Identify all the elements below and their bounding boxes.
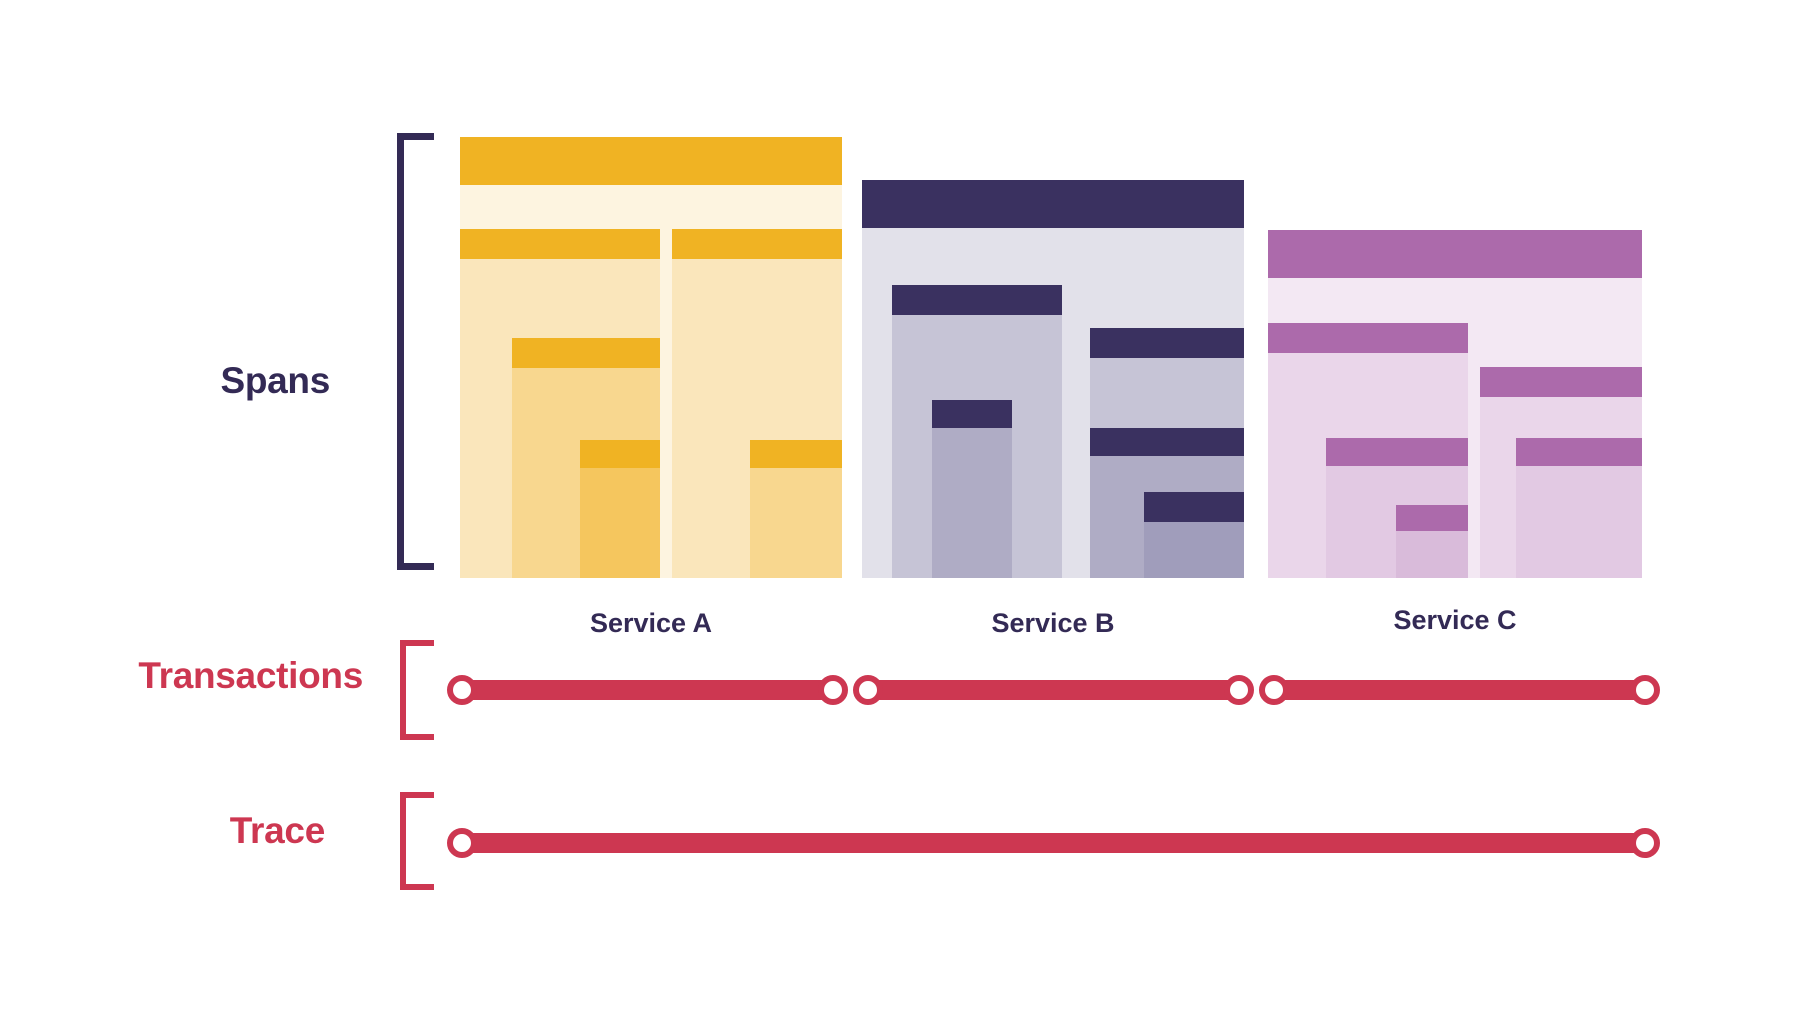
span-header-bar — [512, 338, 660, 368]
span-service-b-grandchild-1[interactable] — [932, 400, 1012, 578]
trace-bracket — [400, 792, 434, 890]
transaction-bar-service-c[interactable] — [1273, 680, 1648, 700]
span-header-bar — [1516, 438, 1642, 466]
transactions-bracket — [400, 640, 434, 740]
trace-bar[interactable] — [460, 833, 1645, 853]
span-header-bar — [862, 180, 1244, 228]
span-header-bar — [460, 229, 660, 259]
spans-row-label: Spans — [220, 360, 330, 401]
service-c-caption: Service C — [1393, 605, 1517, 635]
span-header-bar — [672, 229, 842, 259]
span-header-bar — [1090, 428, 1244, 456]
transaction-node-c-end[interactable] — [1630, 675, 1660, 705]
transactions-row-label: Transactions — [138, 655, 363, 696]
service-a-span-group — [460, 0, 842, 580]
span-header-bar — [750, 440, 842, 468]
transaction-node-b-start[interactable] — [853, 675, 883, 705]
transaction-bar-service-a[interactable] — [460, 680, 835, 700]
span-service-c-leaf-1[interactable] — [1396, 505, 1468, 578]
span-header-bar — [460, 137, 842, 185]
transaction-node-a-end[interactable] — [818, 675, 848, 705]
trace-node-start[interactable] — [447, 828, 477, 858]
span-service-a-leaf-1[interactable] — [580, 440, 660, 578]
span-header-bar — [1144, 492, 1244, 522]
service-a-caption: Service A — [589, 608, 713, 638]
span-header-bar — [1268, 230, 1642, 278]
service-b-span-group — [862, 0, 1244, 580]
span-header-bar — [580, 440, 660, 468]
trace-row-label: Trace — [229, 810, 326, 851]
transaction-node-a-start[interactable] — [447, 675, 477, 705]
transaction-node-b-end[interactable] — [1224, 675, 1254, 705]
span-header-bar — [892, 285, 1062, 315]
span-service-a-leaf-2[interactable] — [750, 440, 842, 578]
span-header-bar — [1396, 505, 1468, 531]
service-c-span-group — [1268, 0, 1642, 580]
span-header-bar — [1090, 328, 1244, 358]
service-b-caption: Service B — [991, 608, 1115, 638]
span-header-bar — [1268, 323, 1468, 353]
trace-node-end[interactable] — [1630, 828, 1660, 858]
span-service-c-grandchild-2[interactable] — [1516, 438, 1642, 578]
spans-bracket — [397, 133, 434, 570]
span-header-bar — [1326, 438, 1468, 466]
span-header-bar — [1480, 367, 1642, 397]
transaction-node-c-start[interactable] — [1259, 675, 1289, 705]
transaction-bar-service-b[interactable] — [867, 680, 1242, 700]
span-header-bar — [932, 400, 1012, 428]
span-service-b-leaf-1[interactable] — [1144, 492, 1244, 578]
